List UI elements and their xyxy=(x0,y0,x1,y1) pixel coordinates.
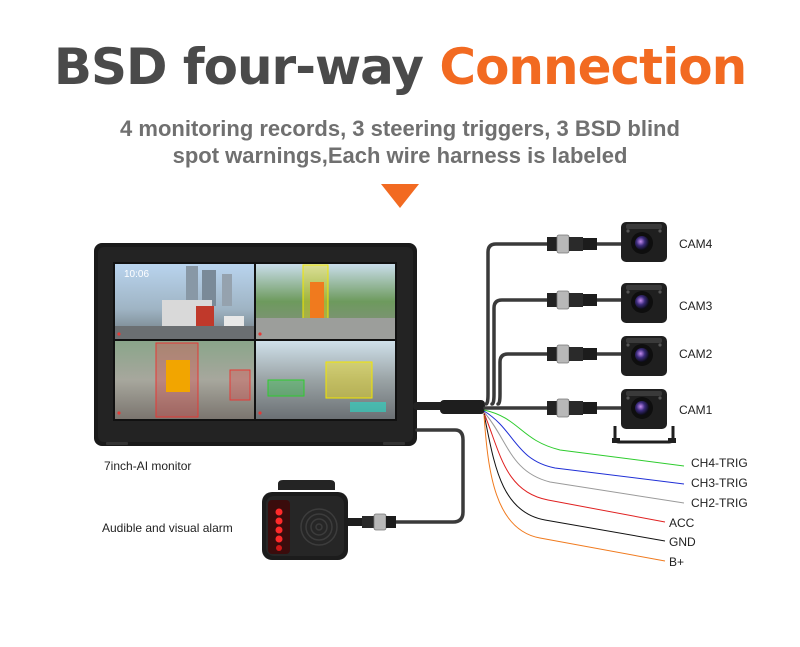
speaker-icon xyxy=(300,508,338,546)
subtitle-line-1: 4 monitoring records, 3 steering trigger… xyxy=(120,116,680,141)
wire-label-ch4-trig: CH4-TRIG xyxy=(691,456,748,470)
ai-monitor xyxy=(94,243,417,446)
wire-label-ch2-trig: CH2-TRIG xyxy=(691,496,748,510)
cam2-label: CAM2 xyxy=(679,347,713,361)
alarm-led-icon xyxy=(275,508,283,516)
cam1-label: CAM1 xyxy=(679,403,713,417)
camera-1-icon xyxy=(612,389,676,444)
title-part-1: BSD four-way xyxy=(53,38,424,96)
down-arrow-icon xyxy=(381,184,419,208)
cam3-label: CAM3 xyxy=(679,299,713,313)
connector-cam1 xyxy=(547,398,597,418)
wire-label-gnd: GND xyxy=(669,535,696,549)
wire-acc xyxy=(483,412,666,523)
connector-cam3 xyxy=(547,290,597,310)
camera-4-icon xyxy=(621,222,667,262)
alarm-device xyxy=(262,480,396,560)
monitor-cables xyxy=(390,402,465,524)
screen-time: 10:06 xyxy=(124,269,149,280)
camera-connectors xyxy=(547,234,597,418)
signal-wires xyxy=(483,409,685,562)
connector-cam2 xyxy=(547,344,597,364)
page-title: BSD four-way Connection xyxy=(0,38,800,96)
wire-label-ch3-trig: CH3-TRIG xyxy=(691,476,748,490)
wire-label-acc: ACC xyxy=(669,516,695,530)
wire-gnd xyxy=(483,413,666,542)
wire-ch4-trig xyxy=(483,409,685,467)
subtitle: 4 monitoring records, 3 steering trigger… xyxy=(0,115,800,169)
monitor-label: 7inch-AI monitor xyxy=(104,459,192,473)
camera-3-icon xyxy=(621,283,667,323)
camera-2-icon xyxy=(621,336,667,376)
wire-ch3-trig xyxy=(483,410,685,485)
connector-cam4 xyxy=(547,234,597,254)
cam4-label: CAM4 xyxy=(679,237,713,251)
alarm-label: Audible and visual alarm xyxy=(102,521,233,535)
subtitle-line-2: spot warnings,Each wire harness is label… xyxy=(172,143,628,168)
title-part-2: Connection xyxy=(439,38,747,96)
wire-label-b-plus: B+ xyxy=(669,555,685,569)
harness-hub xyxy=(440,400,485,414)
wire-b-plus xyxy=(483,414,666,562)
camera-cables xyxy=(483,242,624,410)
wire-ch2-trig xyxy=(483,411,685,504)
